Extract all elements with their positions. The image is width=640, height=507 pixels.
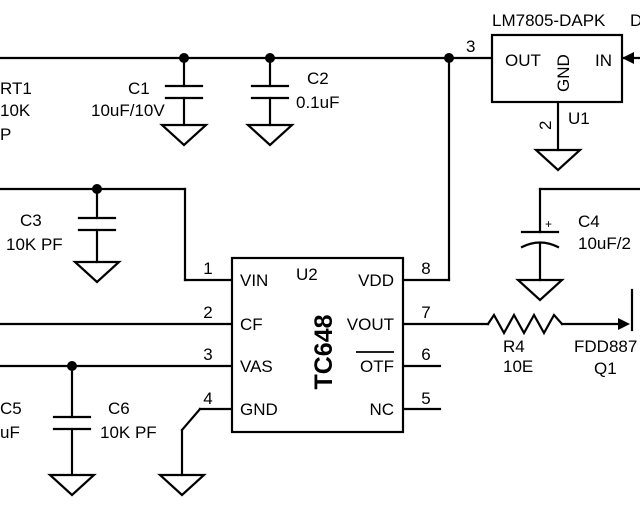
c1-ref: C1 [128,79,150,98]
chip-pin-num-5: 5 [421,389,430,408]
q1-part: FDD887 [574,337,637,356]
capacitor-c4: + C4 10uF/2 [520,212,631,253]
r4-ref: R4 [503,337,525,356]
c6-value: 10K PF [100,423,157,442]
chip-pin-num-7: 7 [421,303,430,322]
junctions [67,53,454,371]
c5-value: uF [0,423,20,442]
chip-u2: U2 TC648 VIN CF VAS GND VDD VOUT OTF NC … [203,256,431,434]
rt1-value: 10K [0,101,31,120]
c3-ref: C3 [20,211,42,230]
chip-pin-name-nc: NC [369,400,394,419]
chip-pin-name-vin: VIN [240,271,268,290]
rt1-ref: RT1 [0,79,32,98]
chip-pin-num-3: 3 [203,345,212,364]
chip-pin-name-gnd: GND [240,400,278,419]
rt1-extra: P [0,125,11,144]
resistor-r4: R4 10E [486,312,564,376]
c4-value: 10uF/2 [578,234,631,253]
input-arrow-icon [622,52,634,64]
ground-icon [515,278,565,302]
gate-arrow-icon [618,318,630,330]
ground-icon [159,123,209,147]
regulator-pin-out: OUT [505,51,541,70]
chip-pin-name-otf: OTF [360,357,394,376]
c3-value: 10K PF [6,235,63,254]
chip-pin-num-2: 2 [203,303,212,322]
c4-polarity: + [545,217,552,231]
ground-icon [72,260,122,284]
chip-pin-name-vas: VAS [240,357,273,376]
regulator-part-label: LM7805-DAPK [492,11,606,30]
q1-ref: Q1 [594,359,617,378]
regulator-u1: LM7805-DAPK D OUT IN GND 3 2 U1 [466,11,640,130]
c4-ref: C4 [578,212,600,231]
ground-icon [245,123,295,147]
regulator-part-suffix: D [630,11,640,30]
regulator-pin-num-out: 3 [466,37,475,56]
chip-pin-num-4: 4 [203,389,212,408]
chip-pin-name-vout: VOUT [347,315,394,334]
chip-pin-name-cf: CF [240,315,263,334]
r4-value: 10E [503,357,533,376]
c6-ref: C6 [108,399,130,418]
c2-ref: C2 [307,69,329,88]
regulator-pin-gnd: GND [554,54,573,92]
ground-icon [533,148,583,172]
capacitor-c6: C6 10K PF [52,399,157,442]
ground-icon [157,473,207,497]
ground-icon [47,473,97,497]
c1-value: 10uF/10V [91,101,165,120]
chip-pin-num-8: 8 [421,259,430,278]
c5-ref: C5 [0,399,22,418]
chip-ref: U2 [296,265,318,284]
chip-pin-name-vdd: VDD [358,271,394,290]
chip-part-label: TC648 [310,314,338,389]
ground-symbols [47,123,583,497]
capacitor-c3: C3 10K PF [6,211,117,254]
chip-pin-num-1: 1 [203,259,212,278]
capacitor-c2: C2 0.1uF [250,69,339,112]
c2-value: 0.1uF [296,93,339,112]
capacitor-c1: C1 10uF/10V [91,79,204,120]
mosfet-q1: FDD887 Q1 [574,318,637,378]
regulator-pin-num-gnd: 2 [536,121,555,130]
regulator-pin-in: IN [595,51,612,70]
chip-pin-num-6: 6 [421,345,430,364]
regulator-ref: U1 [568,109,590,128]
